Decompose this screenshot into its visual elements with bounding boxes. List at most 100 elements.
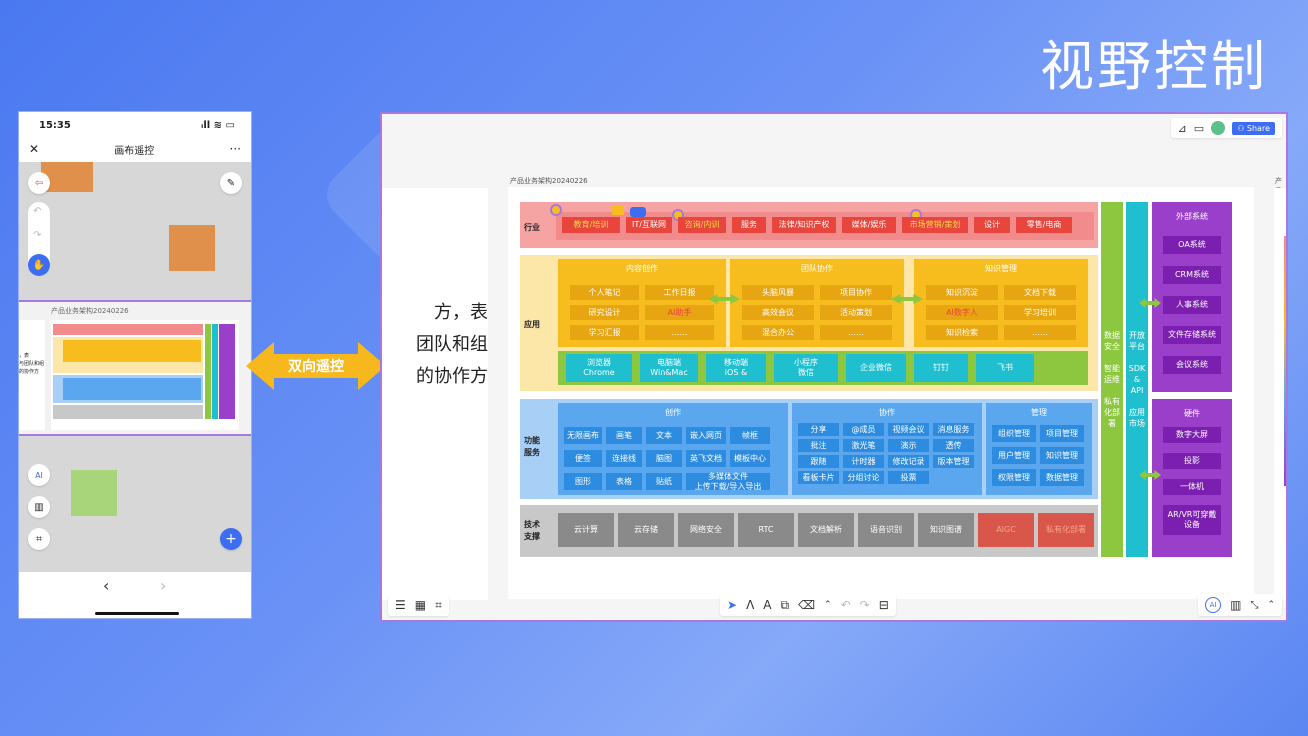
add-icon[interactable]: + bbox=[220, 528, 242, 550]
platform-item[interactable]: 飞书 bbox=[976, 354, 1034, 382]
function-item[interactable]: @成员 bbox=[843, 423, 884, 436]
function-item[interactable]: 无限画布 bbox=[564, 427, 602, 444]
hardware-item[interactable]: 投影 bbox=[1163, 453, 1221, 469]
share-button[interactable]: ⚇ Share bbox=[1232, 121, 1275, 135]
application-item[interactable]: 活动策划 bbox=[820, 305, 892, 320]
external-system-item[interactable]: 会议系统 bbox=[1163, 356, 1221, 374]
function-item[interactable]: 演示 bbox=[888, 439, 929, 452]
phone-viewport-preview[interactable]: 产品业务架构20240226 ，表 与团队和组 的协作方 bbox=[19, 300, 251, 436]
function-item[interactable]: 表格 bbox=[606, 473, 642, 490]
function-item[interactable]: 英飞文档 bbox=[686, 450, 726, 467]
function-item[interactable]: 嵌入网页 bbox=[686, 427, 726, 444]
function-item[interactable]: 投票 bbox=[888, 471, 929, 484]
map-icon[interactable]: ▥ bbox=[1230, 598, 1242, 612]
shape-tool-icon[interactable]: ⧉ bbox=[780, 597, 790, 612]
application-item[interactable]: 项目协作 bbox=[820, 285, 892, 300]
function-item[interactable]: 用户管理 bbox=[992, 447, 1036, 464]
avatar[interactable] bbox=[1211, 121, 1226, 135]
tech-item[interactable]: 语音识别 bbox=[858, 513, 914, 547]
tech-item[interactable]: AIGC bbox=[978, 513, 1034, 547]
more-icon[interactable]: ··· bbox=[229, 142, 241, 156]
industry-item[interactable]: 服务 bbox=[732, 217, 766, 233]
fullscreen-icon[interactable]: ⤡ bbox=[1250, 599, 1259, 611]
application-item[interactable]: …… bbox=[1004, 325, 1076, 340]
function-item[interactable]: 跟随 bbox=[798, 455, 839, 468]
undo-icon[interactable]: ↶ bbox=[33, 206, 42, 217]
application-item[interactable]: 知识沉淀 bbox=[926, 285, 998, 300]
application-item[interactable]: …… bbox=[820, 325, 892, 340]
undo-icon[interactable]: ↶ bbox=[840, 598, 851, 612]
function-item[interactable]: 消息服务 bbox=[933, 423, 974, 436]
hardware-item[interactable]: 数字大屏 bbox=[1163, 427, 1221, 443]
left-slide-page[interactable]: 方，表 团队和组 的协作方 bbox=[382, 188, 488, 600]
ai-icon[interactable]: AI bbox=[1205, 597, 1222, 613]
fit-view-icon[interactable]: ⌗ bbox=[28, 528, 50, 550]
application-item[interactable]: 学习汇报 bbox=[570, 325, 639, 340]
tech-item[interactable]: 知识图谱 bbox=[918, 513, 974, 547]
function-item[interactable]: 连接线 bbox=[606, 450, 642, 467]
function-item[interactable]: 批注 bbox=[798, 439, 839, 452]
menu-icon[interactable]: ☰ bbox=[395, 598, 406, 612]
platform-item[interactable]: 企业微信 bbox=[846, 354, 906, 382]
function-item[interactable]: 多媒体文件 上传下载/导入导出 bbox=[686, 472, 770, 491]
platform-item[interactable]: 电脑端 Win&Mac bbox=[640, 354, 698, 382]
external-system-item[interactable]: OA系统 bbox=[1163, 236, 1221, 254]
function-item[interactable]: 数据管理 bbox=[1040, 469, 1084, 486]
ai-icon[interactable]: AI bbox=[28, 464, 50, 486]
function-item[interactable]: 分享 bbox=[798, 423, 839, 436]
function-item[interactable]: 画笔 bbox=[606, 427, 642, 444]
function-item[interactable]: 贴纸 bbox=[646, 473, 682, 490]
qr-code-icon[interactable]: ▦ bbox=[414, 598, 427, 612]
map-icon[interactable]: ▥ bbox=[28, 496, 50, 518]
platform-item[interactable]: 小程序 微信 bbox=[774, 354, 838, 382]
select-tool-icon[interactable]: ➤ bbox=[727, 598, 738, 612]
application-item[interactable]: 高效会议 bbox=[742, 305, 814, 320]
external-system-item[interactable]: CRM系统 bbox=[1163, 266, 1221, 284]
sticky-note-orange[interactable] bbox=[41, 162, 93, 192]
industry-item[interactable]: 零售/电商 bbox=[1016, 217, 1072, 233]
application-item[interactable]: 头脑风暴 bbox=[742, 285, 814, 300]
pen-tool-icon[interactable]: Ʌ bbox=[746, 598, 755, 612]
industry-item[interactable]: 咨询/内训 bbox=[678, 217, 726, 233]
application-item[interactable]: AI助手 bbox=[645, 305, 714, 320]
sticky-note-orange[interactable] bbox=[169, 225, 215, 271]
frame-icon[interactable]: ⌗ bbox=[435, 597, 442, 612]
function-item[interactable]: 激光笔 bbox=[843, 439, 884, 452]
function-item[interactable]: 文本 bbox=[646, 427, 682, 444]
magic-wand-icon[interactable]: ✎ bbox=[220, 172, 242, 194]
industry-item[interactable]: 媒体/娱乐 bbox=[842, 217, 896, 233]
tech-item[interactable]: 网络安全 bbox=[678, 513, 734, 547]
function-item[interactable]: 透传 bbox=[933, 439, 974, 452]
function-item[interactable]: 计时器 bbox=[843, 455, 884, 468]
function-item[interactable]: 视频会议 bbox=[888, 423, 929, 436]
hardware-item[interactable]: 一体机 bbox=[1163, 479, 1221, 495]
cursor-follow-icon[interactable]: ⊿ bbox=[1177, 121, 1187, 135]
function-item[interactable]: 修改记录 bbox=[888, 455, 929, 468]
function-item[interactable]: 模板中心 bbox=[730, 450, 770, 467]
close-icon[interactable]: ✕ bbox=[29, 142, 40, 156]
external-system-item[interactable]: 人事系统 bbox=[1163, 296, 1221, 314]
platform-item[interactable]: 移动端 iOS & bbox=[706, 354, 766, 382]
tech-item[interactable]: 云计算 bbox=[558, 513, 614, 547]
function-item[interactable]: 项目管理 bbox=[1040, 425, 1084, 442]
exit-icon[interactable]: ⇦ bbox=[28, 172, 50, 194]
toolbox-icon[interactable]: ⊟ bbox=[878, 598, 889, 612]
back-icon[interactable]: ‹ bbox=[103, 576, 110, 595]
expand-up-icon[interactable]: ⌃ bbox=[1267, 600, 1275, 610]
text-tool-icon[interactable]: A bbox=[763, 598, 772, 612]
redo-icon[interactable]: ↷ bbox=[33, 230, 42, 241]
function-item[interactable]: 脑图 bbox=[646, 450, 682, 467]
platform-item[interactable]: 钉钉 bbox=[914, 354, 968, 382]
application-item[interactable]: 学习培训 bbox=[1004, 305, 1076, 320]
function-item[interactable]: 便签 bbox=[564, 450, 602, 467]
application-item[interactable]: 研究设计 bbox=[570, 305, 639, 320]
function-item[interactable]: 分组讨论 bbox=[843, 471, 884, 484]
tech-item[interactable]: 文档解析 bbox=[798, 513, 854, 547]
forward-icon[interactable]: › bbox=[160, 576, 167, 595]
right-slide-page[interactable] bbox=[1274, 188, 1286, 600]
application-item[interactable]: …… bbox=[645, 325, 714, 340]
expand-up-icon[interactable]: ⌃ bbox=[824, 600, 832, 610]
comment-icon[interactable]: ▭ bbox=[1193, 121, 1205, 135]
application-item[interactable]: AI数字人 bbox=[926, 305, 998, 320]
